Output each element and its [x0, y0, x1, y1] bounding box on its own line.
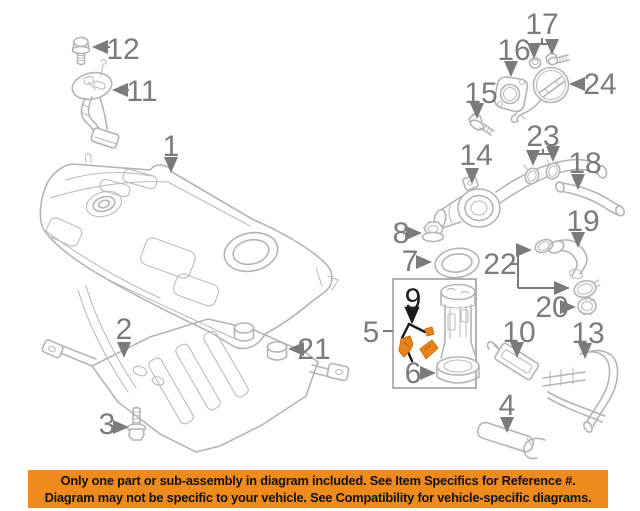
callout-9: 9: [405, 283, 422, 316]
grommet-screw-17-art: [528, 52, 570, 69]
skid-plate-art: [41, 318, 350, 453]
gasket-7-art: [434, 247, 480, 279]
callout-15: 15: [464, 77, 497, 110]
fuel-tank-art: [39, 153, 339, 393]
callout-22: 22: [483, 248, 516, 281]
callout-18: 18: [568, 147, 601, 180]
callout-2: 2: [116, 313, 133, 346]
callout-3: 3: [99, 408, 116, 441]
bolt-12-art: [71, 36, 91, 66]
callout-labels: 1 2 3 4 5 6 7 8 9 10 11 12 13 14 15 16 1…: [99, 8, 617, 441]
callout-10: 10: [502, 316, 535, 349]
fuel-cap-art: [510, 66, 570, 124]
shield-4-art: [476, 421, 535, 453]
fuel-sender-art: [71, 58, 120, 149]
clamps-23-art: [523, 159, 561, 185]
callout-21: 21: [297, 333, 330, 366]
notice-banner: Only one part or sub-assembly in diagram…: [28, 470, 608, 508]
callout-4: 4: [499, 389, 516, 422]
flange-16-art: [494, 76, 529, 113]
callout-23: 23: [526, 120, 559, 153]
callout-24: 24: [583, 68, 616, 101]
diagram-artwork: 1 2 3 4 5 6 7 8 9 10 11 12 13 14 15 16 1…: [39, 8, 625, 460]
callout-6: 6: [405, 357, 422, 390]
callout-11: 11: [126, 75, 157, 108]
callout-17: 17: [525, 8, 558, 41]
callout-7: 7: [402, 245, 419, 278]
screw-15-art: [468, 113, 495, 136]
ring-clamp-22-art: [534, 238, 601, 299]
callout-5: 5: [363, 316, 380, 349]
callout-20: 20: [535, 291, 568, 324]
pipes-13-art: [523, 349, 619, 460]
pump-module-box: [392, 278, 477, 389]
callout-12: 12: [106, 33, 139, 66]
callout-arrows: [92, 38, 592, 434]
notice-banner-line2: Diagram may not be specific to your vehi…: [44, 490, 592, 505]
clamp-20-art: [577, 296, 597, 316]
callout-19: 19: [566, 205, 599, 238]
callout-13: 13: [571, 317, 604, 350]
bumper-21-art: [233, 322, 288, 361]
notice-banner-line1: Only one part or sub-assembly in diagram…: [60, 473, 576, 488]
highlighted-part-9: [398, 322, 439, 363]
callout-16: 16: [497, 34, 530, 67]
callout-14: 14: [459, 139, 492, 172]
hose-18-art: [555, 181, 625, 217]
fuel-pump-art: [436, 283, 480, 384]
callout-8: 8: [393, 217, 410, 250]
callout-1: 1: [163, 130, 180, 163]
bolt-3-art: [126, 406, 147, 441]
nut-8-art: [421, 221, 445, 243]
